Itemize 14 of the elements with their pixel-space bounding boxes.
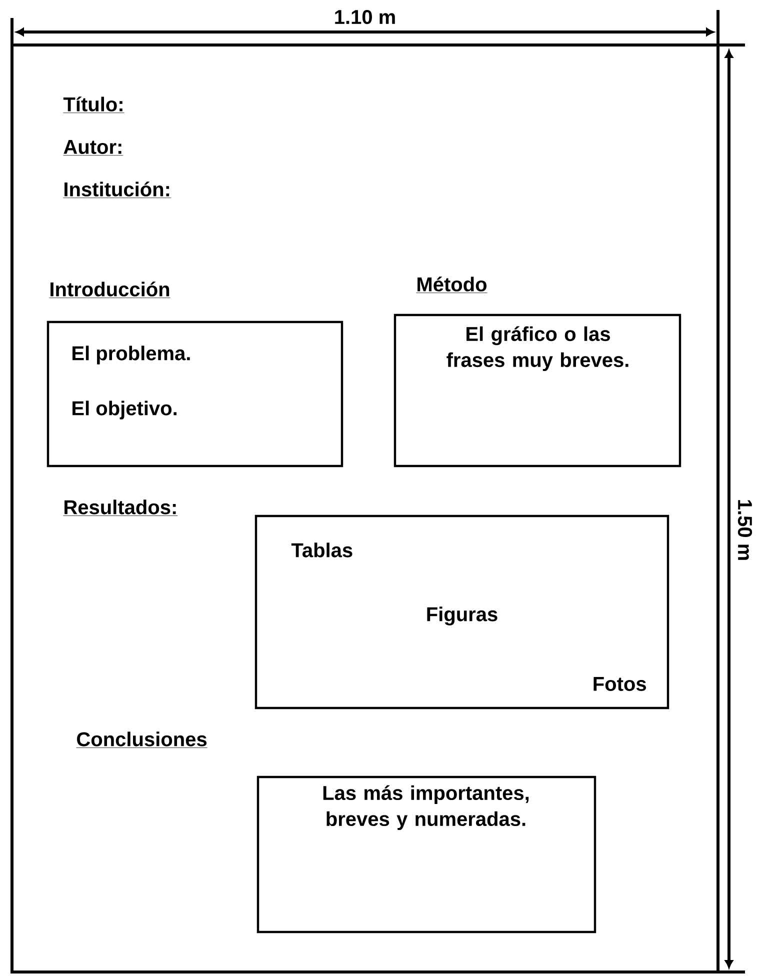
text-box: Tablas Figuras Fotos (254, 514, 670, 710)
field-label: Título: (63, 96, 124, 114)
section-heading: Resultados: (63, 500, 178, 516)
section-heading: Método (416, 276, 488, 294)
poster-frame (10, 44, 720, 974)
dimension-label: 1.50 m (738, 500, 752, 560)
dimension-label: 1.10 m (335, 10, 395, 24)
field-label: Autor: (63, 140, 124, 156)
section-heading: Conclusiones (76, 732, 208, 748)
section-heading: Introducción (49, 282, 170, 298)
text-box: Las más importantes, breves y numeradas. (256, 776, 596, 934)
field-label: Institución: (63, 182, 172, 198)
text-box: El problema. El objetivo. (46, 320, 344, 468)
text-box: El gráfico o las frases muy breves. (394, 314, 682, 468)
